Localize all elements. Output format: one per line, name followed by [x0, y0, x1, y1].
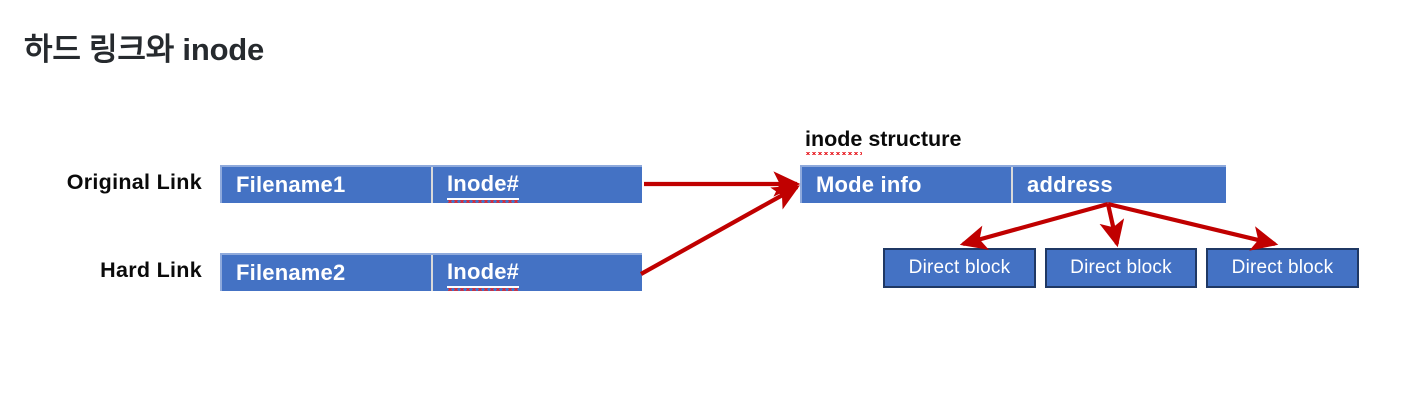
cell-inode-number-hard: Inode# [431, 255, 642, 291]
cell-address: address [1011, 167, 1226, 203]
page-title: 하드 링크와 inode [24, 32, 265, 67]
caption-rest: structure [862, 127, 962, 151]
arrow-address-to-direct-block-1 [959, 201, 1109, 250]
arrow-hard-link-to-inode [639, 185, 800, 276]
cell-inode-number-original: Inode# [431, 167, 642, 203]
row-label-original-link: Original Link [66, 170, 202, 194]
row-label-hard-link: Hard Link [100, 258, 202, 282]
caption-spellchecked-word: inode [805, 127, 863, 155]
arrow-address-to-direct-block-3 [1107, 201, 1279, 251]
cell-filename1: Filename1 [236, 172, 346, 197]
cell-inode-number-original-text: Inode# [447, 171, 520, 203]
direct-block-3: Direct block [1206, 248, 1359, 288]
cell-mode-info: Mode info [816, 172, 922, 197]
arrow-address-to-direct-block-2 [1099, 203, 1125, 248]
directory-entry-hard-link: Filename2 Inode# [220, 253, 642, 291]
inode-structure-table: Mode info address [800, 165, 1226, 203]
cell-inode-number-hard-text: Inode# [447, 259, 520, 291]
inode-structure-caption: inode structure [805, 127, 962, 155]
directory-entry-original-link: Filename1 Inode# [220, 165, 642, 203]
direct-block-1: Direct block [883, 248, 1036, 288]
cell-filename2: Filename2 [236, 260, 346, 285]
direct-block-2: Direct block [1045, 248, 1197, 288]
